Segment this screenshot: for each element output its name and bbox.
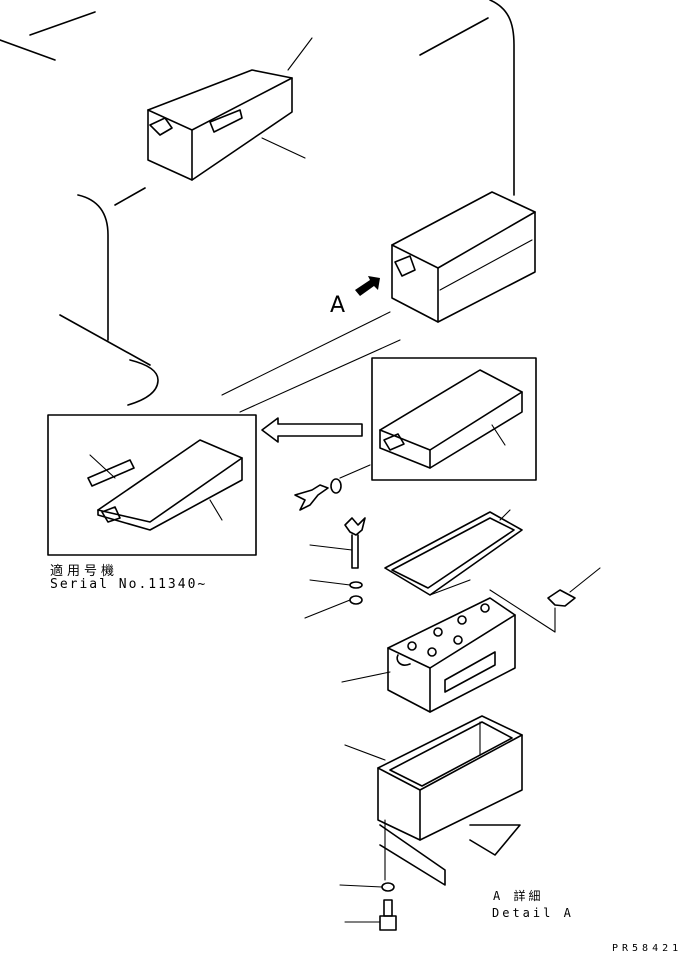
inset-applicability-label: 適用号機	[50, 564, 119, 579]
battery-tray	[344, 715, 523, 841]
wing-bolt	[294, 464, 371, 511]
mounting-bracket	[379, 819, 521, 886]
view-arrow-icon	[355, 276, 380, 296]
view-marker-label: A	[330, 293, 346, 318]
mounting-nut-bolt	[339, 882, 397, 931]
battery-clamp-frame	[384, 509, 523, 596]
inset-serial-label: Serial No.11340~	[50, 577, 208, 592]
inset-box-left	[47, 414, 257, 556]
reference-lines	[221, 311, 401, 413]
drawing-code: PR58421	[612, 943, 683, 954]
upper-battery-box	[147, 37, 313, 181]
detail-title-en: Detail A	[492, 906, 574, 920]
cable-terminal	[489, 567, 601, 633]
battery	[341, 597, 516, 713]
transfer-arrow-icon	[261, 417, 363, 443]
main-battery-box	[391, 191, 536, 323]
inset-box-right	[371, 357, 537, 481]
detail-title-jp: A 詳細	[493, 889, 544, 903]
machine-body-outline	[0, 0, 515, 406]
hold-down-bolt	[304, 517, 366, 619]
